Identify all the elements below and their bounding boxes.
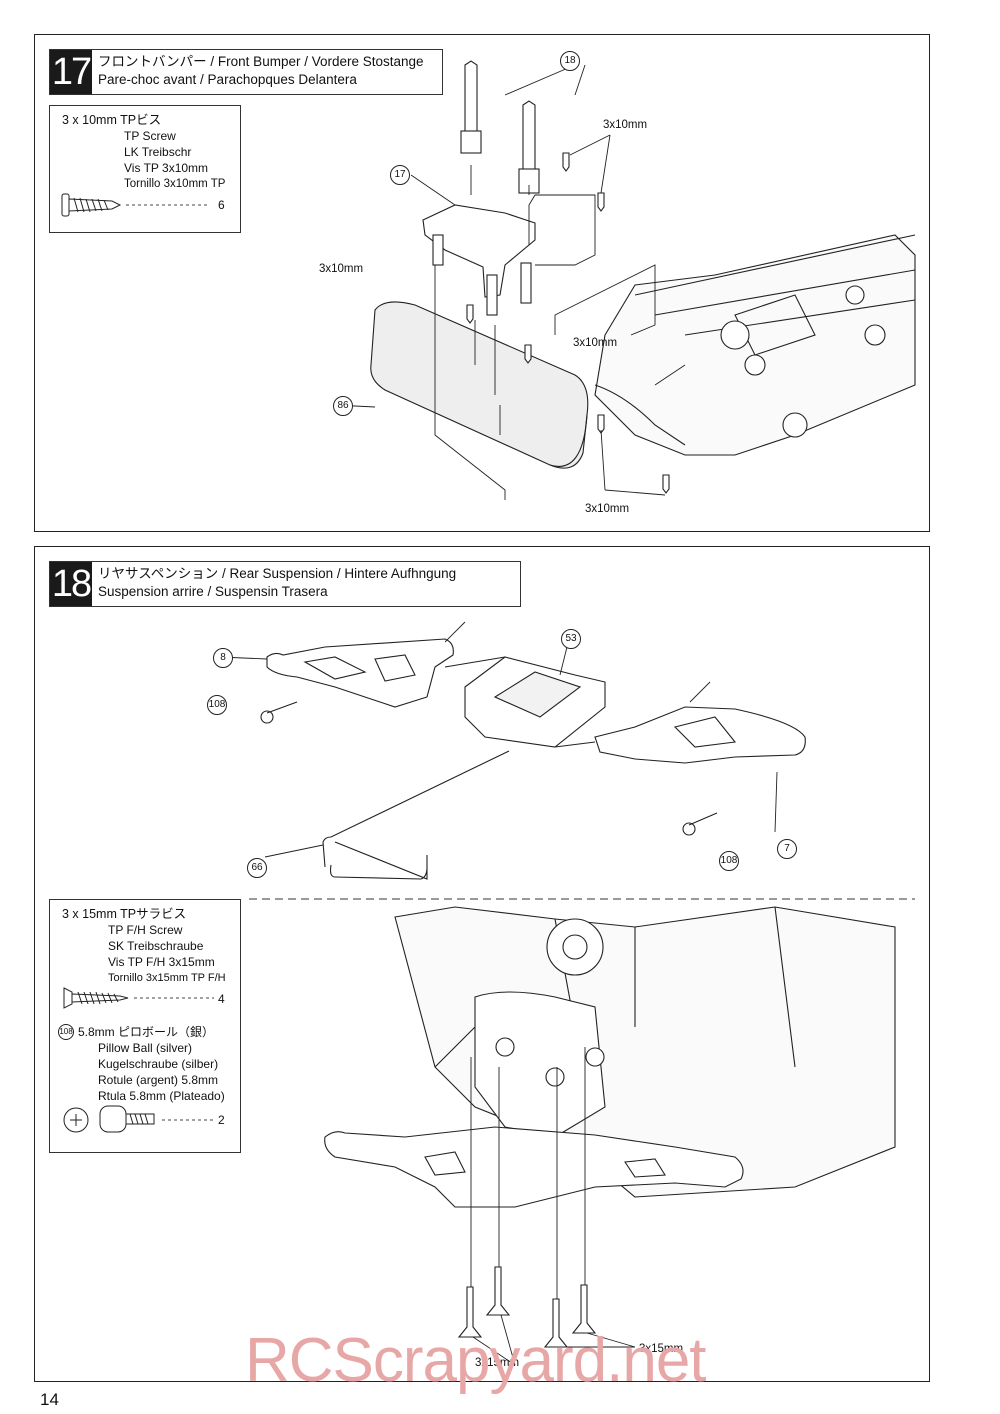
step-17-panel: 17 フロントバンパー / Front Bumper / Vordere Sto… <box>34 34 930 532</box>
callout-86: 86 <box>333 396 353 416</box>
label-screw-size: 3x10mm <box>573 337 618 349</box>
step-number: 18 <box>50 562 92 606</box>
screw-icon <box>61 193 210 217</box>
callout-108: 108 <box>58 1024 74 1040</box>
screw-group <box>457 1266 597 1348</box>
step-18-header: 18 リヤサスペンション / Rear Suspension / Hintere… <box>49 561 521 607</box>
body-post-left <box>464 60 478 136</box>
callout-7: 7 <box>777 839 797 859</box>
quantity: 4 <box>218 992 225 1006</box>
callout-66: 66 <box>247 858 267 878</box>
label-screw-size: 3x15mm <box>639 1343 684 1355</box>
step-title: フロントバンパー / Front Bumper / Vordere Stosta… <box>98 54 424 87</box>
step-18-panel: 18 リヤサスペンション / Rear Suspension / Hintere… <box>34 546 930 1382</box>
step-title: リヤサスペンション / Rear Suspension / Hintere Au… <box>98 566 457 599</box>
callout-18: 18 <box>560 51 580 71</box>
flat-head-screw-icon <box>63 987 214 1133</box>
callout-53: 53 <box>561 629 581 649</box>
chassis <box>594 234 916 456</box>
label-screw-size: 3x10mm <box>585 503 630 515</box>
quantity: 2 <box>218 1113 225 1127</box>
quantity: 6 <box>218 198 225 212</box>
label-screw-size: 3x10mm <box>319 263 364 275</box>
page-number: 14 <box>40 1390 59 1409</box>
screw-group <box>466 152 670 494</box>
watermark: RCScrapyard.net <box>245 1326 707 1395</box>
callout-17: 17 <box>390 165 410 185</box>
step-number: 17 <box>50 50 92 94</box>
body-post-right <box>522 100 536 172</box>
step-17-header: 17 フロントバンパー / Front Bumper / Vordere Sto… <box>49 49 443 95</box>
rear-suspension-diagram <box>219 621 915 1366</box>
part-size: 3 x 15mm TPサラビス <box>62 907 187 921</box>
label-screw-size: 3x15mm <box>475 1357 520 1369</box>
parts-box-3x15-screw: 3 x 15mm TPサラビス TP F/H Screw SK Treibsch… <box>49 899 241 1153</box>
callout-108: 108 <box>719 851 739 871</box>
part-size: 3 x 10mm TPビス <box>62 113 162 127</box>
pillow-ball-title: 5.8mm ピロボール（銀） <box>78 1025 215 1039</box>
foam-bumper <box>370 301 589 469</box>
front-bumper-diagram <box>334 60 916 500</box>
callout-8: 8 <box>213 648 233 668</box>
parts-box-3x10-screw: 3 x 10mm TPビス TP Screw LK Treibschr Vis … <box>49 105 241 233</box>
callout-108: 108 <box>207 695 227 715</box>
hinge-pin <box>322 750 510 880</box>
label-screw-size: 3x10mm <box>603 119 648 131</box>
suspension-arm-lower <box>324 1126 744 1208</box>
